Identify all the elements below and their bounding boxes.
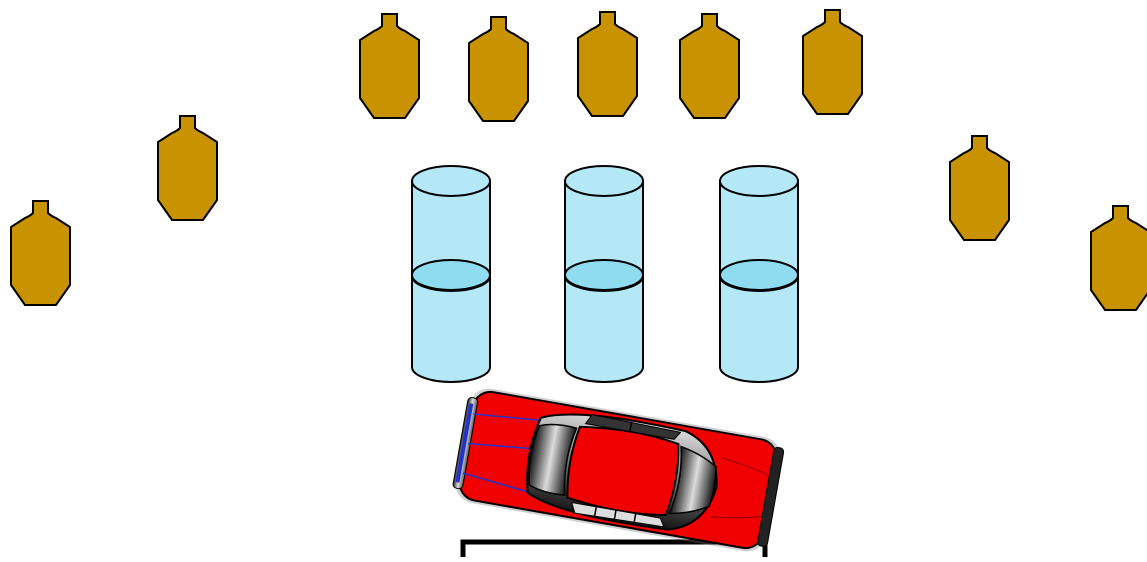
- silhouette-target-icon: [11, 201, 70, 305]
- silhouette-target-icon: [578, 12, 637, 116]
- barrels-group: [412, 166, 798, 382]
- silhouette-target-icon: [680, 14, 739, 118]
- silhouette-target-icon: [469, 17, 528, 121]
- barrel-icon: [720, 166, 798, 382]
- silhouette-target-icon: [158, 116, 217, 220]
- silhouette-target-icon: [950, 136, 1009, 240]
- barrel-icon: [412, 166, 490, 382]
- silhouette-target-icon: [1091, 206, 1147, 310]
- silhouette-target-icon: [803, 10, 862, 114]
- silhouette-target-icon: [360, 14, 419, 118]
- barrel-icon: [565, 166, 643, 382]
- car-top-view-icon: [450, 385, 785, 555]
